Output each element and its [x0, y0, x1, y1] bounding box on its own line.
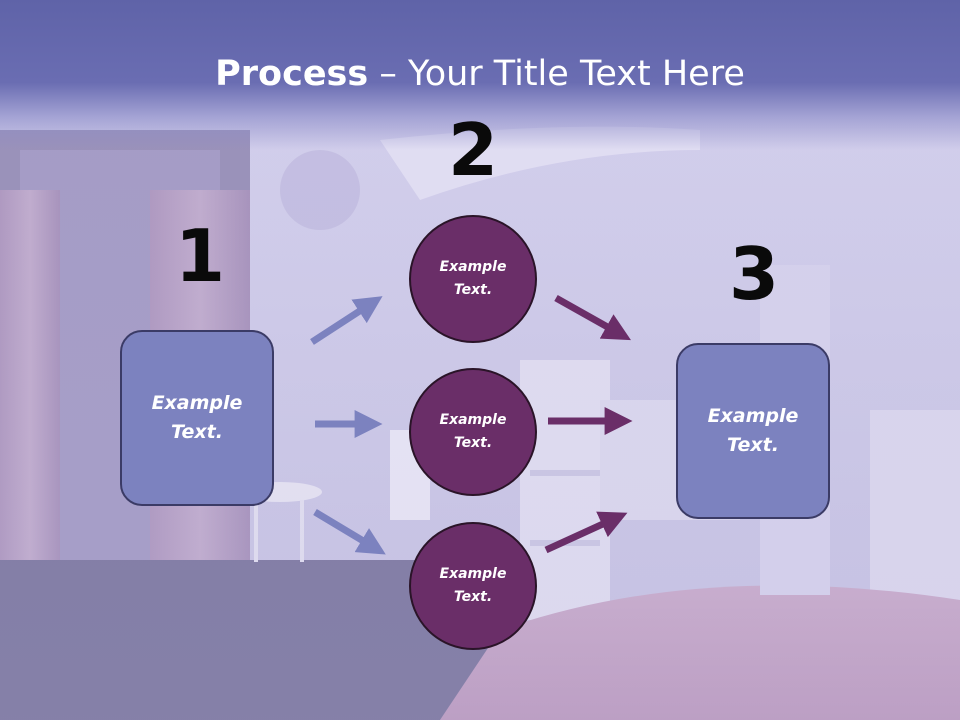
circle-middle: Example Text. — [409, 368, 537, 496]
circle-bottom: Example Text. — [409, 522, 537, 650]
slide-title: Process – Your Title Text Here — [0, 52, 960, 96]
left-box: Example Text. — [120, 330, 274, 506]
title-rest: – Your Title Text Here — [368, 54, 745, 94]
arrow-left-to-top — [310, 296, 383, 345]
circle-middle-text: Example Text. — [439, 412, 507, 451]
step-number-2: 2 — [447, 108, 499, 192]
circle-bottom-text: Example Text. — [439, 566, 507, 605]
circle-top-text: Example Text. — [439, 259, 507, 298]
arrow-top-to-right — [554, 294, 631, 341]
step-number-3: 3 — [728, 232, 780, 316]
left-box-text: Example Text. — [151, 392, 243, 443]
right-box-text: Example Text. — [707, 405, 799, 456]
title-bold: Process — [215, 54, 369, 94]
arrow-bottom-to-right — [544, 511, 628, 554]
right-box: Example Text. — [676, 343, 830, 519]
title-band — [0, 0, 960, 150]
arrow-left-to-bottom — [313, 508, 386, 555]
circle-top: Example Text. — [409, 215, 537, 343]
step-number-1: 1 — [174, 214, 226, 298]
